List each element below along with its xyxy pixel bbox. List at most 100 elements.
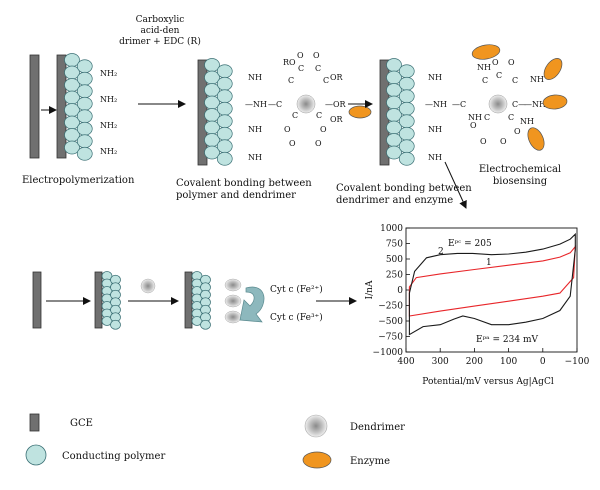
nh-group: NH	[428, 153, 442, 162]
y-tick-label: 0	[397, 286, 403, 296]
c-atom: C	[496, 71, 502, 80]
legend-dendrimer-label: Dendrimer	[350, 422, 405, 433]
legend-gce-label: GCE	[70, 418, 93, 429]
o-atom: O	[470, 121, 477, 130]
o-atom: O	[500, 137, 507, 146]
bottom-dendrimer-electrode	[184, 271, 242, 330]
cyt-c-fe2-label: Cyt c (Fe²⁺)	[270, 284, 323, 295]
o-atom: O	[297, 51, 304, 60]
enzyme-icon	[542, 94, 568, 110]
arrow-to-cv	[444, 161, 467, 209]
y-tick-label: −1000	[373, 348, 404, 358]
polymer-bead	[101, 316, 113, 326]
bottom-bare-electrode	[32, 271, 42, 329]
or-group: OR	[330, 115, 344, 124]
polymer-bead	[398, 114, 415, 129]
carbonyl-c-label: —C	[268, 100, 282, 109]
polymer-bead	[191, 316, 203, 326]
o-atom: O	[492, 58, 499, 67]
y-tick-label: −500	[378, 317, 403, 327]
c-atom: C	[315, 64, 321, 73]
enzyme-icon	[348, 105, 372, 119]
enzyme-icon	[527, 127, 545, 151]
reagent-label-line2: acid-den	[141, 26, 180, 36]
nh-group: NH	[248, 125, 262, 134]
legend-polymer-label: Conducting polymer	[62, 451, 165, 462]
amine-group: NH₂	[100, 69, 117, 78]
c-atom: C	[323, 76, 329, 85]
nh-group: NH	[530, 75, 544, 84]
cv-curve-1	[408, 244, 576, 317]
polymer-bead	[398, 126, 415, 141]
polymer-bead	[110, 319, 121, 330]
polymer-bead	[216, 139, 233, 154]
c-atom: C	[316, 111, 322, 120]
covalent-polymer-label-l1: Covalent bonding between	[176, 178, 312, 189]
o-atom: O	[284, 125, 291, 134]
y-tick-label: 500	[386, 255, 403, 265]
x-tick-label: 0	[540, 357, 546, 367]
stage4-electrode	[379, 58, 415, 166]
stage2-electrode-with-polymer	[56, 53, 93, 161]
legend-polymer-swatch	[25, 444, 47, 466]
polymer-bead	[64, 140, 80, 155]
stage1-bare-electrode	[29, 54, 40, 159]
polymer-bead	[398, 151, 415, 166]
enzyme-icon	[471, 44, 501, 60]
c-atom: C	[298, 64, 304, 73]
polymer-bead	[216, 126, 233, 141]
or-linker-label: —OR	[325, 100, 347, 109]
polymer-bead	[216, 89, 233, 104]
amine-group: NH₂	[100, 147, 117, 156]
polymer-bead	[76, 84, 93, 99]
nh-linker-label: —NH	[524, 100, 546, 109]
epc-annotation: Eᵖᶜ = 205	[448, 239, 492, 249]
x-tick-label: 200	[466, 357, 483, 367]
y-tick-label: 1000	[380, 224, 403, 234]
polymer-bead	[216, 64, 233, 79]
reagent-label-line3: drimer + EDC (R)	[119, 36, 201, 47]
polymer-bead	[398, 101, 415, 116]
covalent-enzyme-label-l1: Covalent bonding between	[336, 183, 472, 194]
electropolymerization-label: Electropolymerization	[22, 175, 135, 186]
nh-group: NH	[248, 153, 262, 162]
polymer-bead	[398, 76, 415, 91]
dendrimer-icon	[140, 278, 156, 294]
c-nh-linker-label: C—	[512, 100, 526, 109]
c-atom: C	[512, 76, 518, 85]
polymer-bead	[76, 109, 93, 124]
x-tick-label: −100	[565, 357, 590, 367]
bottom-polymer-electrode	[94, 271, 121, 330]
stage3-electrode	[197, 58, 233, 166]
x-tick-label: 300	[432, 357, 449, 367]
covalent-enzyme-label-l2: dendrimer and enzyme	[336, 195, 453, 206]
legend-dendrimer-swatch	[304, 414, 328, 438]
polymer-bead	[386, 145, 402, 160]
legend: GCE Conducting polymer Dendrimer Enzyme	[25, 413, 405, 469]
nh-linker-label: —NH	[245, 100, 267, 109]
carbonyl-c-label: —C	[452, 100, 466, 109]
o-atom: O	[320, 125, 327, 134]
y-tick-label: 250	[386, 271, 403, 281]
cv-curve-2	[408, 232, 576, 336]
or-group: OR	[330, 73, 344, 82]
dendrimer-core	[488, 94, 508, 114]
enzyme-icon	[543, 58, 563, 80]
polymer-bead	[76, 146, 93, 161]
polymer-bead	[76, 59, 93, 74]
o-atom: O	[313, 51, 320, 60]
polymer-bead	[398, 89, 415, 104]
legend-enzyme-label: Enzyme	[350, 456, 390, 467]
polymer-bead	[216, 101, 233, 116]
biosensing-label-l2: biosensing	[493, 176, 548, 187]
chart-y-label: I/nA	[365, 280, 375, 299]
polymer-bead	[76, 121, 93, 136]
o-atom: O	[508, 58, 515, 67]
epa-annotation: Eᵖᵃ = 234 mV	[476, 335, 538, 345]
y-tick-label: 750	[386, 240, 403, 250]
reagent-label-line1: Carboxylic	[136, 15, 185, 25]
curve-1-label: 1	[486, 258, 492, 268]
biosensing-label-l1: Electrochemical	[479, 164, 561, 175]
